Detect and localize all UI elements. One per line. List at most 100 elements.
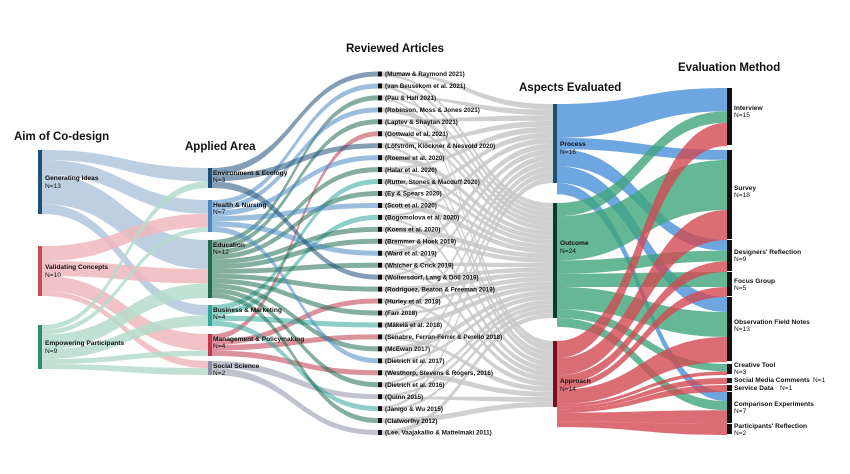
flow-article-aspect [382,276,553,304]
article-label: (Mumaw & Raymond 2021) [385,71,465,78]
article-label: (Clatworthy 2012) [385,418,438,425]
article-label: (Ward et al. 2019) [385,250,437,257]
flow-article-aspect [382,95,553,116]
flow-area-article [212,131,378,340]
flow-article-aspect [382,137,553,218]
article-node [378,238,382,244]
method-node-count: N=15 [734,112,750,119]
flow-area-article [212,334,378,351]
flow-aspect-method [557,385,727,413]
flow-aim-area [42,283,208,350]
area-node [208,361,212,375]
flow-article-aspect [382,98,553,352]
flow-aim-area [42,315,208,360]
flow-area-article [212,71,378,175]
aspect-node [553,203,557,318]
method-node [727,424,732,434]
article-node [378,155,382,161]
flow-area-article [212,83,378,206]
area-node [208,305,212,326]
aspect-node-count: N=24 [560,248,576,255]
method-node-label: Service Data [734,385,774,392]
aim-node-count: N=9 [45,348,58,355]
article-label: (Dietrich et al. 2017) [385,358,445,365]
area-node-count: N=3 [213,177,226,184]
flow-article-aspect [382,281,553,316]
method-node-count: N=7 [734,408,747,415]
aspect-node-label: Outcome [560,240,589,247]
flow-area-article [212,226,378,265]
method-node-label: Interview [734,105,763,112]
flow-aspect-method [557,210,727,376]
aim-node-count: N=13 [45,183,61,190]
method-node [727,240,732,271]
flow-aim-area [42,181,208,330]
article-node [378,131,382,137]
flow-area-article [212,350,378,376]
flow-article-aspect [382,166,553,361]
flow-article-aspect [382,143,553,256]
article-label: (McEwan 2017) [385,346,430,353]
article-label: (Hurley et al. 2018) [385,298,441,305]
area-node-label: Business & Marketing [213,307,282,314]
flow-area-article [212,273,378,292]
article-node [378,214,382,220]
area-node-label: Education [213,242,245,249]
method-node-label: Observation Field Notes [734,319,810,326]
flow-aspect-method [557,378,727,410]
flow-article-aspect [382,132,553,194]
flow-area-article [212,214,378,316]
article-label: (Whicher & Crick 2019) [385,262,454,269]
flow-aim-area [42,350,208,365]
flow-aim-area [42,204,208,316]
article-node [378,310,382,316]
method-node-count: N=3 [734,369,747,376]
aspect-node [553,104,557,183]
column-title-aim: Aim of Co-design [14,131,109,143]
flow-article-aspect [382,115,553,122]
method-node-label: Focus Group [734,278,775,285]
article-label: (Lee, Vaajakallio & Mattelmaki 2011) [385,430,492,437]
article-node [378,250,382,256]
flow-article-aspect [382,396,553,402]
article-node [378,83,382,89]
flow-area-article [212,191,378,260]
article-node [378,394,382,400]
method-node-count: N=18 [734,192,750,199]
method-node-label: Comparison Experiments [734,401,814,408]
flow-aim-area [42,213,208,261]
flow-article-aspect [382,272,553,292]
column-title-articles: Reviewed Articles [346,43,444,55]
aim-node-label: Empowering Participants [45,340,124,347]
aim-node [38,325,42,369]
flow-article-aspect [382,226,553,259]
flow-aim-area [42,261,208,284]
method-node-label: Designers' Reflection [734,249,801,256]
article-node [378,167,382,173]
area-node [208,334,212,356]
article-label: (Mäkelä et al. 2018) [385,322,442,329]
flow-aim-area [42,227,208,335]
method-node-count: N=1 [780,385,793,392]
area-node [208,240,212,298]
method-node [727,297,732,361]
article-node [378,370,382,376]
method-node-label: Participants' Reflection [734,423,807,430]
flow-area-article [212,361,378,400]
article-node [378,346,382,352]
article-node [378,334,382,340]
article-label: (Laptev & Shaytan 2021) [385,119,458,126]
area-node-count: N=2 [213,370,226,377]
area-node-label: Social Science [213,363,260,370]
method-node [727,378,732,383]
flow-aspect-method [557,371,727,407]
flow-area-article [212,143,378,182]
article-label: (Halar et al. 2020) [385,167,437,174]
flow-article-aspect [382,265,553,382]
article-node [378,262,382,268]
article-label: (Gottwald et al. 2021) [385,131,448,138]
node-layer [38,71,732,435]
area-node [208,168,212,188]
flow-aspect-method [557,410,727,424]
